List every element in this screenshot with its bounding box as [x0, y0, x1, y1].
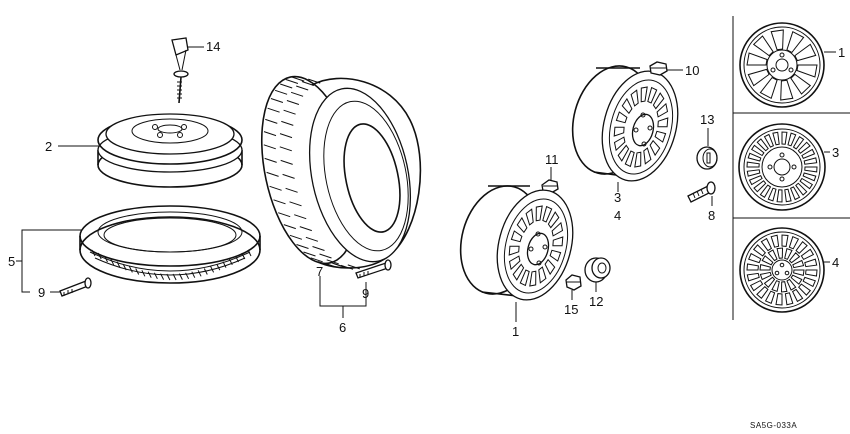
callout-9-center: 9	[362, 286, 369, 301]
callout-9-spare: 9	[38, 285, 45, 300]
alloy-wheel-upper	[571, 65, 679, 182]
wheel-cover-inset-panel: 1 3 4	[732, 16, 850, 320]
diagram-code: SA5G-033A	[750, 421, 797, 430]
callout-4-wheel: 4	[614, 208, 621, 223]
wheel-nut-15	[565, 274, 582, 291]
steel-wheel-lower	[459, 185, 574, 301]
wheel-cover-style-2	[738, 123, 826, 211]
road-tire	[260, 75, 422, 270]
callout-13: 13	[700, 112, 714, 127]
callout-4-cover: 4	[832, 255, 839, 270]
wheel-cover-style-3	[739, 227, 825, 313]
callout-3-wheel: 3	[614, 190, 621, 205]
valve-stem-center	[355, 259, 392, 279]
callout-3-cover: 3	[832, 145, 839, 160]
callout-12: 12	[589, 294, 603, 309]
wheel-cover-style-1	[739, 22, 825, 108]
spare-tire-bolt	[171, 37, 189, 104]
spare-steel-wheel	[97, 113, 243, 188]
callout-7: 7	[316, 264, 323, 279]
callout-14: 14	[206, 39, 220, 54]
spare-wheel-assembly: 14 2	[8, 37, 261, 300]
callout-15: 15	[564, 302, 578, 317]
callout-11: 11	[545, 152, 559, 167]
spare-tire	[79, 205, 261, 284]
spare-valve-stem	[59, 277, 92, 297]
callout-1-wheel: 1	[512, 324, 519, 339]
callout-10: 10	[685, 63, 699, 78]
callout-6: 6	[339, 320, 346, 335]
callout-5: 5	[8, 254, 15, 269]
callout-2: 2	[45, 139, 52, 154]
center-cap	[696, 146, 718, 170]
hub-cap-12	[584, 257, 611, 283]
wheel-nut-upper	[649, 61, 668, 76]
callout-8: 8	[708, 208, 715, 223]
valve-stem-alloy	[687, 181, 716, 203]
callout-1-cover: 1	[838, 45, 845, 60]
